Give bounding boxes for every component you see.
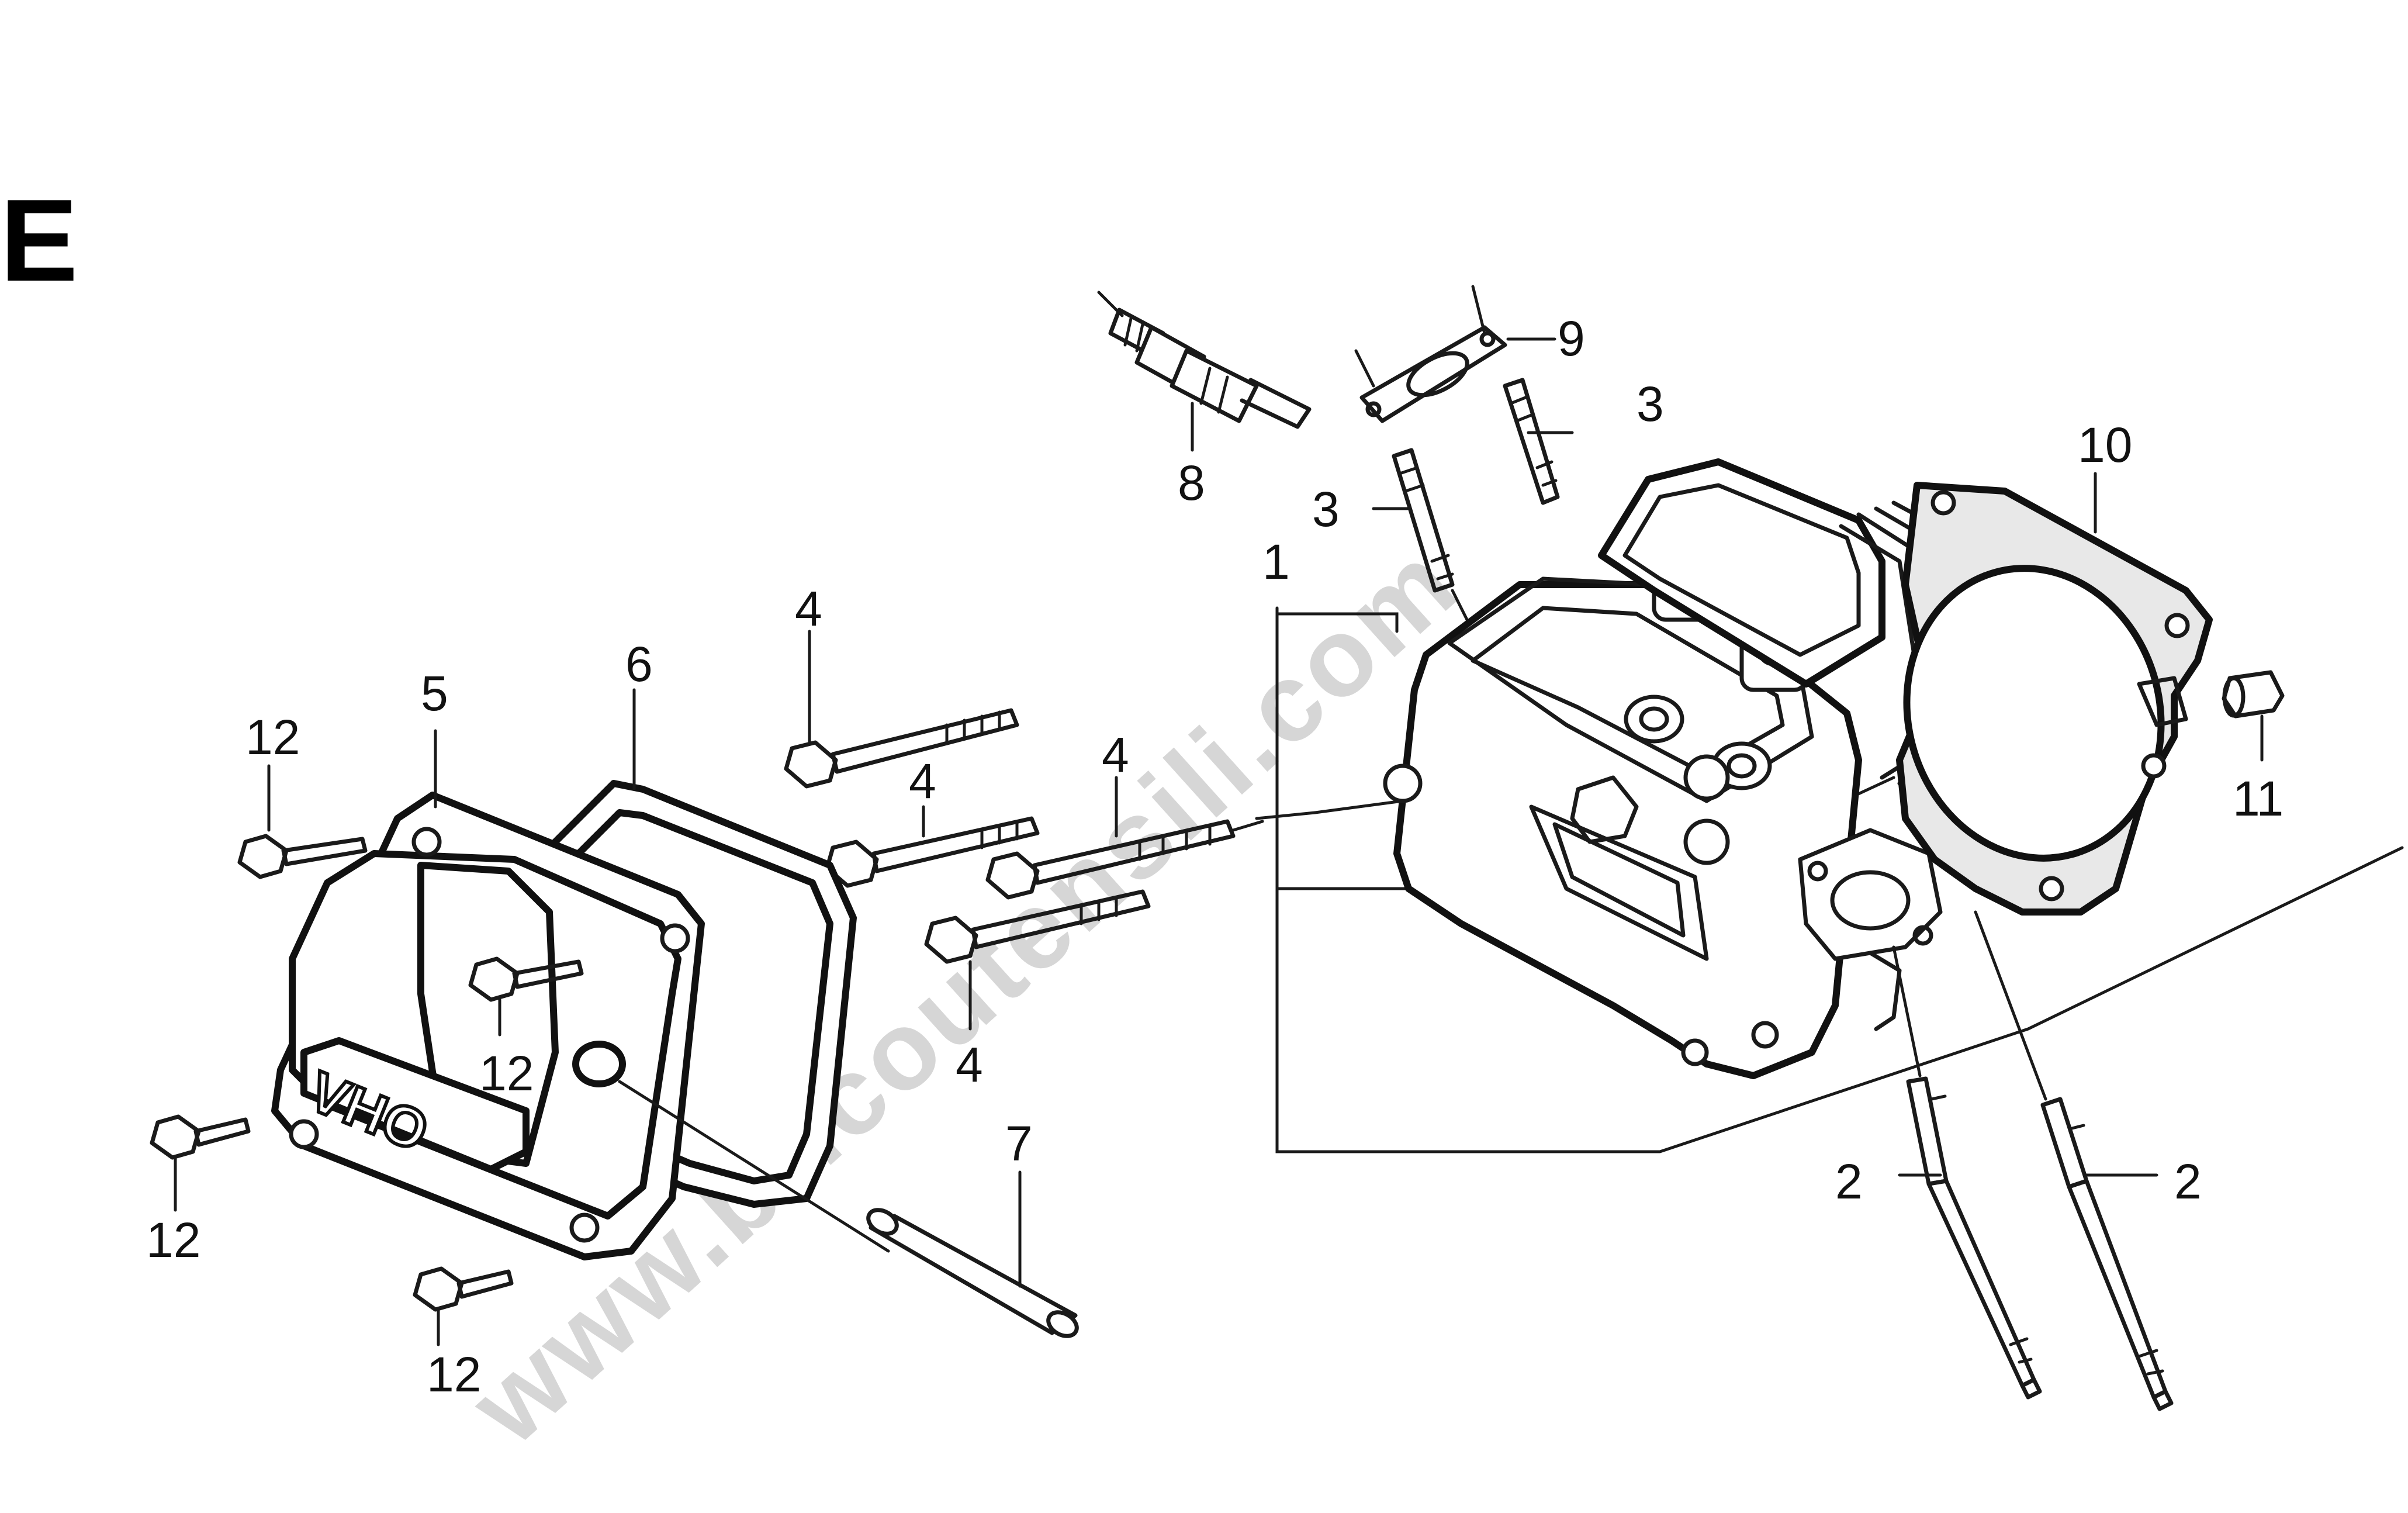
callout-6: 6 bbox=[625, 637, 653, 692]
callout-12-bottom: 12 bbox=[427, 1347, 481, 1402]
callout-4-bottom: 4 bbox=[956, 1037, 983, 1092]
cover-bolt-left bbox=[150, 1114, 251, 1212]
callout-3-left: 3 bbox=[1312, 482, 1340, 537]
cylinder-head bbox=[1255, 458, 2404, 1153]
callout-2-right: 2 bbox=[2174, 1154, 2202, 1209]
insulator-gasket bbox=[1354, 285, 1556, 423]
stud-bolt-right bbox=[1503, 378, 1574, 505]
head-bolt-right bbox=[1974, 910, 2174, 1411]
callout-7: 7 bbox=[1005, 1116, 1033, 1171]
valve-cover: OHV bbox=[271, 729, 890, 1260]
callout-4-middle-left: 4 bbox=[909, 754, 936, 809]
callout-9: 10 bbox=[2078, 417, 2132, 472]
flange-bolt-bottom bbox=[924, 889, 1151, 1031]
callout-12-top-left: 12 bbox=[245, 710, 300, 765]
callout-10: 9 bbox=[1558, 311, 1585, 366]
cover-bolt-bottom bbox=[413, 1266, 514, 1346]
spark-plug bbox=[1097, 291, 1312, 452]
cover-bolt-top-left bbox=[237, 764, 368, 879]
callout-12-left: 12 bbox=[146, 1213, 200, 1267]
flange-bolt-middle-right bbox=[985, 776, 1264, 900]
callout-12-center: 12 bbox=[479, 1046, 534, 1101]
callout-2-left: 2 bbox=[1835, 1154, 1863, 1209]
dowel-pin bbox=[2222, 670, 2285, 762]
callout-5: 5 bbox=[421, 666, 448, 721]
breather-tube bbox=[866, 1170, 1079, 1338]
head-bolt-left bbox=[1892, 945, 2042, 1400]
callout-8: 8 bbox=[1178, 455, 1205, 510]
callout-11: 11 bbox=[2233, 771, 2284, 826]
flange-bolt-top bbox=[784, 630, 1019, 789]
callout-4-top: 4 bbox=[795, 581, 822, 636]
cover-bolt-center bbox=[468, 956, 584, 1037]
head-gasket bbox=[1896, 472, 2213, 916]
callout-4-middle-right: 4 bbox=[1102, 727, 1129, 782]
callout-3-right: 3 bbox=[1637, 376, 1664, 431]
callout-1: 1 bbox=[1262, 534, 1290, 589]
section-letter: E bbox=[0, 175, 78, 306]
